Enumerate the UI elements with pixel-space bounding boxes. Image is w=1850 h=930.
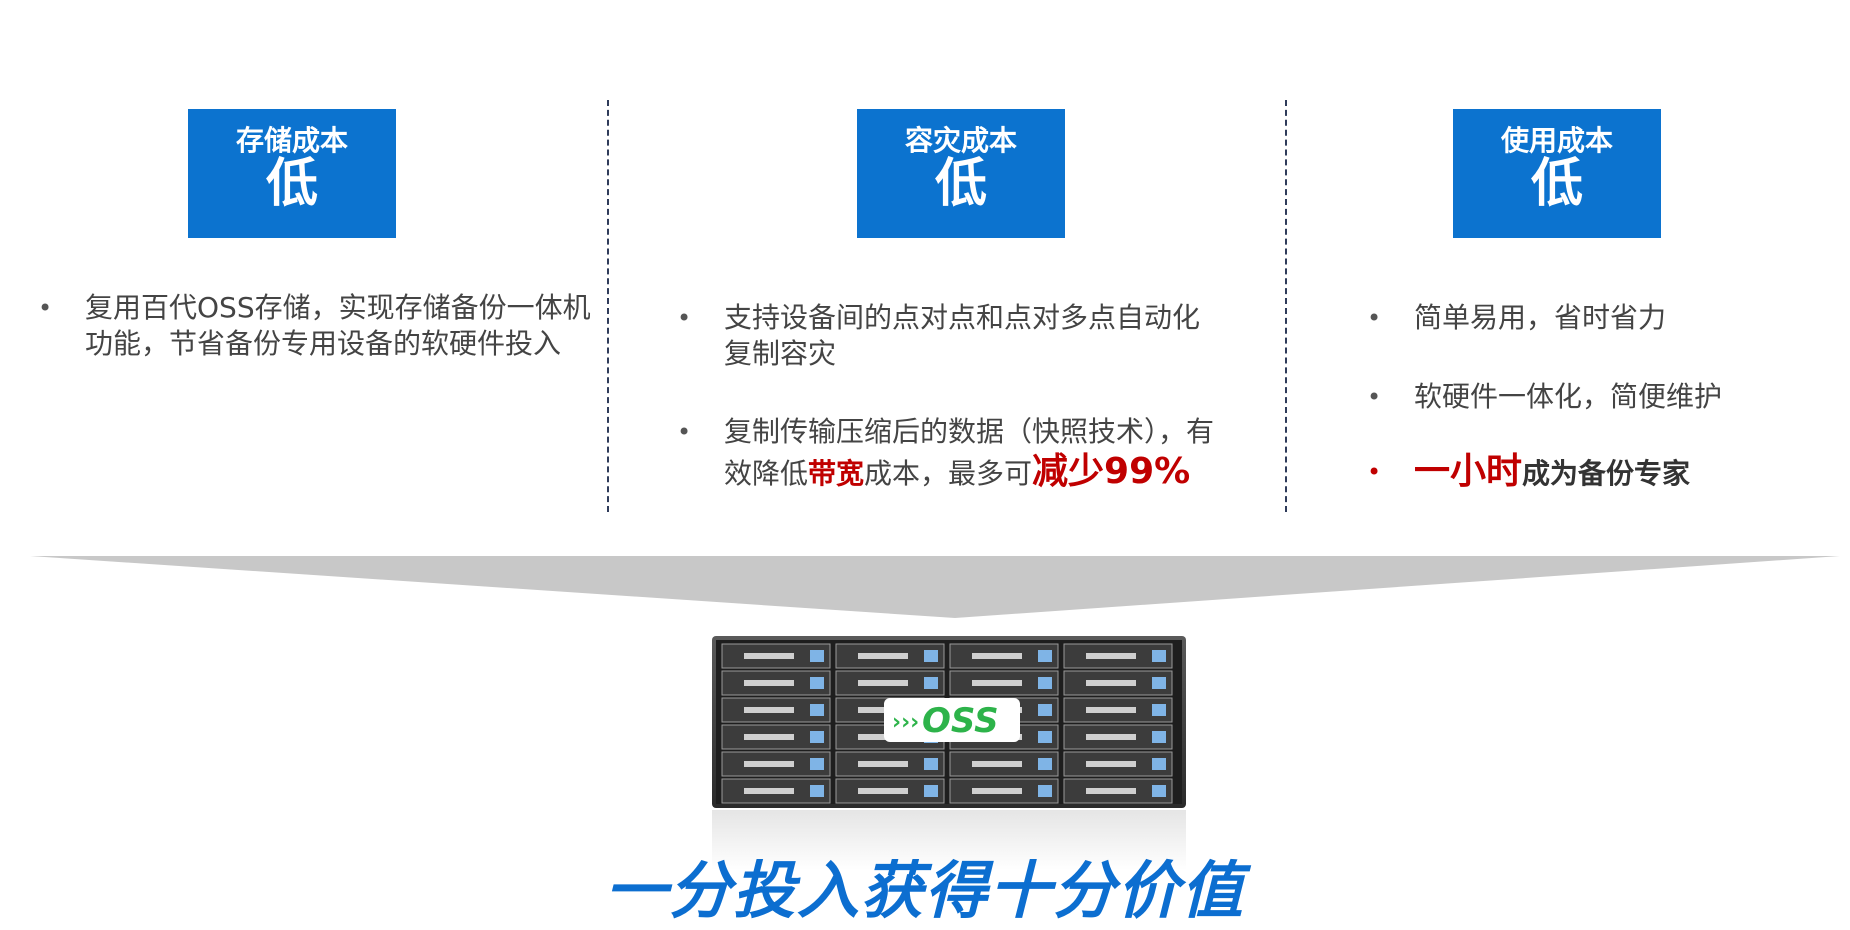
bullet-text: 软硬件一体化，简便维护 [1414,380,1723,413]
bullet-item: • 支持设备间的点对点和点对多点自动化复制容灾 [677,300,1224,372]
drive-vent [1086,707,1136,713]
badge-title: 存储成本 [235,124,348,157]
drive-vent [1086,680,1136,686]
storage-server-image: ››› OSS [712,636,1186,808]
bullet-dot-icon: • [677,304,692,332]
drive-latch [810,758,824,770]
drive-vent [972,788,1022,794]
badge-value: 低 [265,154,318,214]
bullet-item: • 复制传输压缩后的数据（快照技术），有效降低带宽成本，最多可减少99% [677,412,1224,494]
drive-vent [744,734,794,740]
column-divider-left [607,100,609,512]
drive-vent [972,653,1022,659]
drive-latch [924,758,938,770]
bullet-text: 简单易用，省时省力 [1414,301,1667,334]
funnel-arrow-shape [30,556,1840,618]
badge-value: 低 [1530,154,1583,214]
drive-latch [1152,758,1166,770]
bullet-text: 成本，最多可 [864,457,1033,490]
drive-latch [1038,650,1052,662]
drive-latch [924,677,938,689]
drive-vent [744,761,794,767]
drive-latch [924,785,938,797]
usage-bullets: • 简单易用，省时省力 • 软硬件一体化，简便维护 • 一小时成为备份专家 [1367,300,1834,496]
bullet-item: • 一小时成为备份专家 [1367,450,1834,496]
highlight-bandwidth: 带宽 [808,457,865,490]
drive-latch [1038,785,1052,797]
drive-latch [1152,650,1166,662]
bullet-dot-icon: • [38,294,53,322]
tagline: 一分投入获得十分价值 [604,854,1245,927]
drive-vent [744,680,794,686]
drive-latch [810,731,824,743]
storage-cost-badge: 存储成本 低 [188,109,396,238]
drive-latch [810,785,824,797]
column-divider-right [1285,100,1287,512]
bullet-item: • 简单易用，省时省力 [1367,300,1834,336]
usage-cost-badge: 使用成本 低 [1453,109,1661,238]
bullet-dot-icon: • [1367,383,1382,411]
badge-title: 容灾成本 [904,124,1017,157]
drive-vent [858,653,908,659]
logo-prefix: ››› [892,710,919,735]
drive-vent [972,680,1022,686]
drive-latch [810,677,824,689]
drive-latch [1152,731,1166,743]
drive-latch [924,650,938,662]
bullet-dot-icon: • [1367,458,1382,486]
highlight-one-hour: 一小时 [1414,451,1523,492]
drive-vent [1086,761,1136,767]
drive-latch [1152,704,1166,716]
drive-latch [1038,677,1052,689]
server-reflection [712,810,1186,870]
bullet-text: 支持设备间的点对点和点对多点自动化复制容灾 [724,301,1201,370]
drive-vent [744,707,794,713]
drive-vent [858,761,908,767]
bullet-item: • 复用百代OSS存储，实现存储备份一体机功能，节省备份专用设备的软硬件投入 [38,290,595,362]
drive-vent [744,653,794,659]
oss-logo: ››› OSS [884,698,1020,742]
bullet-text: 成为备份专家 [1522,457,1691,490]
drive-latch [1038,731,1052,743]
logo-text: OSS [922,701,999,741]
drive-latch [1152,677,1166,689]
bullet-item: • 软硬件一体化，简便维护 [1367,379,1834,415]
drive-vent [858,788,908,794]
badge-title: 使用成本 [1500,124,1613,157]
highlight-reduce: 减少99% [1032,451,1191,492]
drive-vent [744,788,794,794]
drive-vent [1086,653,1136,659]
drive-latch [1152,785,1166,797]
disaster-recovery-bullets: • 支持设备间的点对点和点对多点自动化复制容灾 • 复制传输压缩后的数据（快照技… [677,300,1224,494]
bullet-dot-icon: • [677,418,692,446]
drive-vent [858,707,908,713]
drive-vent [858,734,908,740]
drive-vent [1086,788,1136,794]
drive-vent [972,761,1022,767]
drive-vent [858,680,908,686]
bullet-dot-icon: • [1367,304,1382,332]
storage-bullets: • 复用百代OSS存储，实现存储备份一体机功能，节省备份专用设备的软硬件投入 [38,290,595,362]
drive-latch [810,650,824,662]
badge-value: 低 [934,154,987,214]
bullet-text: 复用百代OSS存储，实现存储备份一体机功能，节省备份专用设备的软硬件投入 [85,291,591,360]
drive-vent [1086,734,1136,740]
disaster-recovery-cost-badge: 容灾成本 低 [857,109,1065,238]
drive-latch [1038,758,1052,770]
drive-latch [810,704,824,716]
bullet-text: 复制传输压缩后的数据（快照技术），有效降低 [724,415,1215,490]
drive-latch [1038,704,1052,716]
